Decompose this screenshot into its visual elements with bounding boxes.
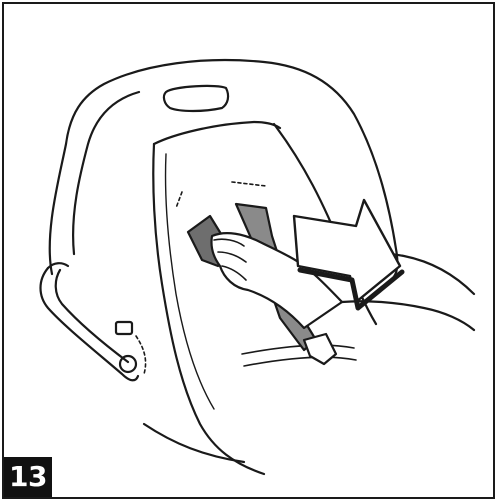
instruction-panel: 13	[2, 2, 495, 499]
seat-side-left-inner	[165, 154, 214, 409]
handle-clip	[116, 322, 132, 334]
step-number-badge: 13	[4, 457, 52, 497]
seam-upper	[232, 182, 266, 186]
seat-head-opening	[164, 86, 228, 111]
base-line-1	[242, 345, 354, 354]
base-line-2	[244, 357, 356, 366]
seam-pocket	[136, 336, 146, 374]
handle-pivot	[120, 356, 136, 372]
car-seat-cover-illustration	[4, 4, 495, 499]
seat-side-left	[153, 144, 264, 474]
seam-left	[176, 192, 182, 208]
seat-back-top	[154, 122, 280, 144]
buckle-tongue	[304, 334, 336, 364]
seat-shell-inner	[73, 92, 139, 254]
